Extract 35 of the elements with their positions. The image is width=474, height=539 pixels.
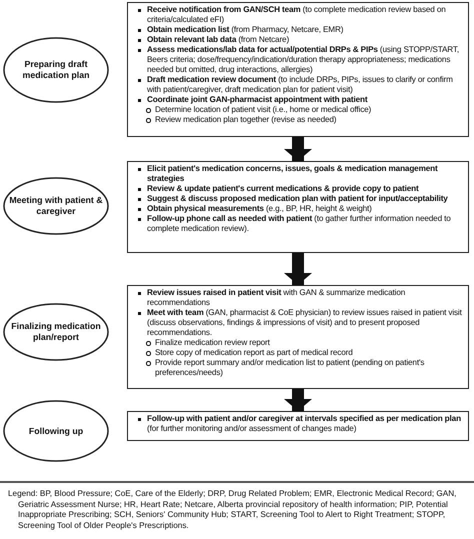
task-box bbox=[127, 411, 469, 441]
stage-label: Preparing draft medication plan bbox=[22, 59, 90, 81]
task-text: Assess medications/lab data for actual/potential DRPs & PIPs (using STOPP/START, Beers criteria; dose/frequency/indication/duration therapy appropriateness; medications needed but omitted, drug interactions, allergies) bbox=[147, 45, 459, 74]
task-text: Obtain relevant lab data (from Netcare) bbox=[147, 35, 290, 44]
legend-note: Legend: BP, Blood Pressure; CoE, Care of the Elderly; DRP, Drug Related Problem; EMR, Electronic Medical Record; GAN, Geriatric Assessment Nurse; HR, Heart Rate; Netcare, Alberta provincial repository of health information; PIP, Potential Inappropriate Prescribing; SCH, Seniors' Community Hub; START, Screening Tool to Alert to Right Treatment; STOPP, Screening Tool of Older People's Prescriptions. bbox=[8, 489, 458, 532]
sub-task-text: Review medication plan together (revise as needed) bbox=[155, 115, 336, 124]
task-box bbox=[127, 2, 469, 137]
block-arrow bbox=[284, 253, 312, 285]
task-text: Elicit patient's medication concerns, issues, goals & medication management strategies bbox=[147, 164, 438, 183]
stage-label: Meeting with patient & caregiver bbox=[8, 195, 104, 217]
task-text: Coordinate joint GAN-pharmacist appointment with patient bbox=[147, 95, 368, 104]
block-arrow bbox=[284, 389, 312, 411]
stage-ellipse bbox=[3, 37, 109, 103]
task-text: Obtain medication list (from Pharmacy, Netcare, EMR) bbox=[147, 25, 344, 34]
task-text: Review & update patient's current medications & provide copy to patient bbox=[147, 184, 419, 193]
task-text: Meet with team (GAN, pharmacist & CoE physician) to review issues raised in patient visit (discuss observations, findings & impressions of visit) and to present proposed recommendations. bbox=[147, 308, 462, 337]
stage-label: Following up bbox=[28, 426, 84, 436]
stage-ellipse bbox=[3, 177, 109, 235]
task-text: Obtain physical measurements (e.g., BP, HR, height & weight) bbox=[147, 204, 372, 213]
sub-task-text: Store copy of medication report as part of medical record bbox=[155, 348, 353, 357]
task-text: Follow-up with patient and/or caregiver at intervals specified as per medication plan (for further monitoring and/or assessment of changes made) bbox=[147, 414, 461, 433]
stage-ellipse bbox=[3, 400, 109, 462]
stage-label: Finalizing medication plan/report bbox=[10, 321, 102, 343]
task-box bbox=[127, 285, 469, 389]
sub-task-text: Determine location of patient visit (i.e., home or medical office) bbox=[155, 105, 372, 114]
sub-task-text: Finalize medication review report bbox=[155, 338, 270, 347]
task-text: Follow-up phone call as needed with patient (to gather further information needed to complete medication review). bbox=[147, 214, 451, 233]
task-text: Suggest & discuss proposed medication plan with patient for input/acceptability bbox=[147, 194, 448, 203]
task-box bbox=[127, 161, 469, 253]
stage-ellipse bbox=[3, 303, 109, 361]
block-arrow bbox=[284, 137, 312, 161]
sub-task-text: Provide report summary and/or medication list to patient (pending on patient's preferences/needs) bbox=[155, 358, 424, 377]
task-text: Review issues raised in patient visit with GAN & summarize medication recommendations bbox=[147, 288, 406, 307]
task-text: Draft medication review document (to include DRPs, PIPs, issues to clarify or confirm with patient/caregiver, draft medication plan for patient visit) bbox=[147, 75, 453, 94]
task-text: Receive notification from GAN/SCH team (to complete medication review based on criteria/calculated eFI) bbox=[147, 5, 446, 24]
